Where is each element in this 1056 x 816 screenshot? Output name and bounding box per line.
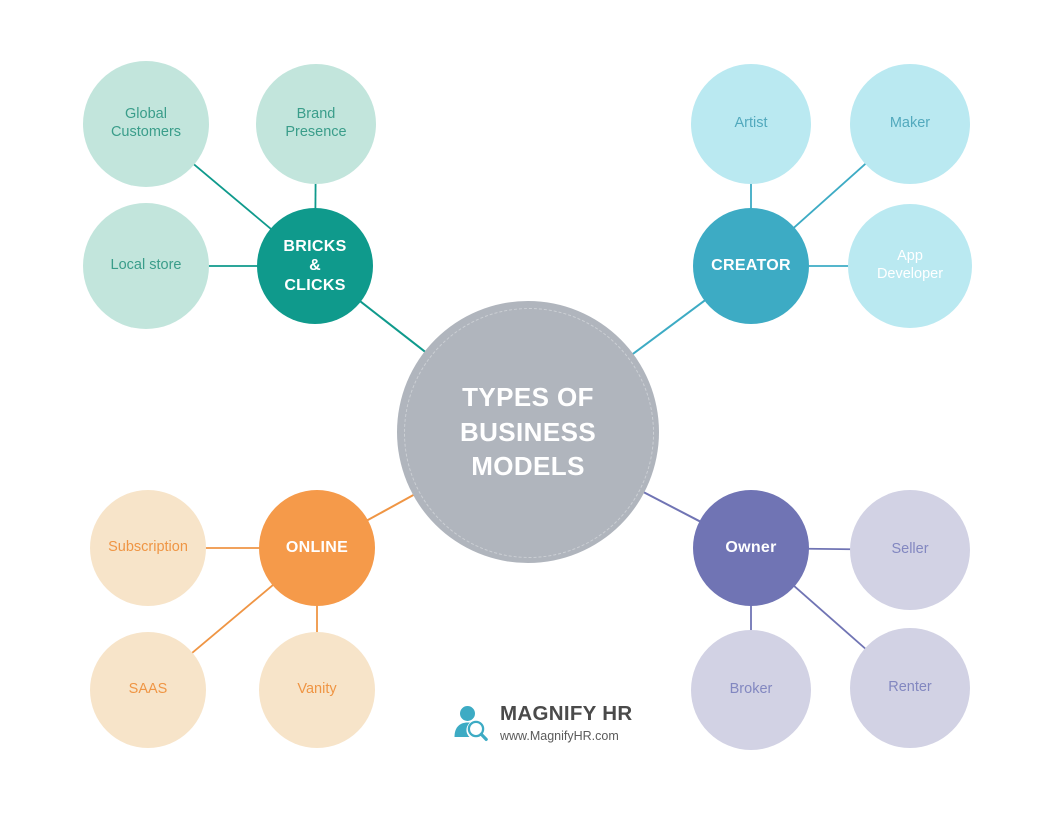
person-magnifier-icon	[454, 706, 488, 742]
leaf-node-renter[interactable]: Renter	[850, 628, 970, 748]
leaf-node-label: App Developer	[876, 248, 944, 282]
hub-node-creator[interactable]: CREATOR	[693, 208, 809, 324]
leaf-node-artist[interactable]: Artist	[691, 64, 811, 184]
leaf-node-saas[interactable]: SAAS	[90, 632, 206, 748]
center-node-types-of-business-models[interactable]: TYPES OF BUSINESS MODELS	[397, 301, 659, 563]
leaf-node-label: Global Customers	[110, 106, 182, 140]
hub-node-label-online: ONLINE	[285, 539, 349, 557]
leaf-node-label: Vanity	[297, 681, 337, 698]
logo-text-block: MAGNIFY HR www.MagnifyHR.com	[500, 702, 633, 744]
leaf-node-label: Artist	[734, 115, 768, 132]
logo-url: www.MagnifyHR.com	[500, 728, 619, 743]
leaf-node-label: Seller	[891, 541, 929, 558]
hub-node-label-bricks: BRICKS & CLICKS	[283, 237, 347, 294]
leaf-node-brand-presence[interactable]: Brand Presence	[256, 64, 376, 184]
brand-logo: MAGNIFY HR www.MagnifyHR.com	[450, 702, 633, 744]
leaf-node-broker[interactable]: Broker	[691, 630, 811, 750]
leaf-node-global-customers[interactable]: Global Customers	[83, 61, 209, 187]
hub-node-bricks[interactable]: BRICKS & CLICKS	[257, 208, 373, 324]
leaf-node-label: Broker	[729, 681, 773, 698]
leaf-node-label: Brand Presence	[285, 106, 347, 140]
leaf-node-subscription[interactable]: Subscription	[90, 490, 206, 606]
leaf-node-vanity[interactable]: Vanity	[259, 632, 375, 748]
leaf-node-label: Renter	[888, 679, 932, 696]
logo-title: MAGNIFY HR	[500, 702, 633, 725]
leaf-node-local-store[interactable]: Local store	[83, 203, 209, 329]
leaf-node-app-developer[interactable]: App Developer	[848, 204, 972, 328]
leaf-node-label: SAAS	[128, 681, 168, 698]
center-node-label: TYPES OF BUSINESS MODELS	[459, 382, 597, 482]
leaf-node-seller[interactable]: Seller	[850, 490, 970, 610]
leaf-node-label: Subscription	[108, 539, 188, 556]
hub-node-online[interactable]: ONLINE	[259, 490, 375, 606]
leaf-node-label: Maker	[889, 115, 931, 132]
hub-node-label-creator: CREATOR	[711, 257, 791, 275]
leaf-node-maker[interactable]: Maker	[850, 64, 970, 184]
hub-node-owner[interactable]: Owner	[693, 490, 809, 606]
leaf-node-label: Local store	[110, 257, 182, 274]
hub-node-label-owner: Owner	[725, 539, 777, 557]
